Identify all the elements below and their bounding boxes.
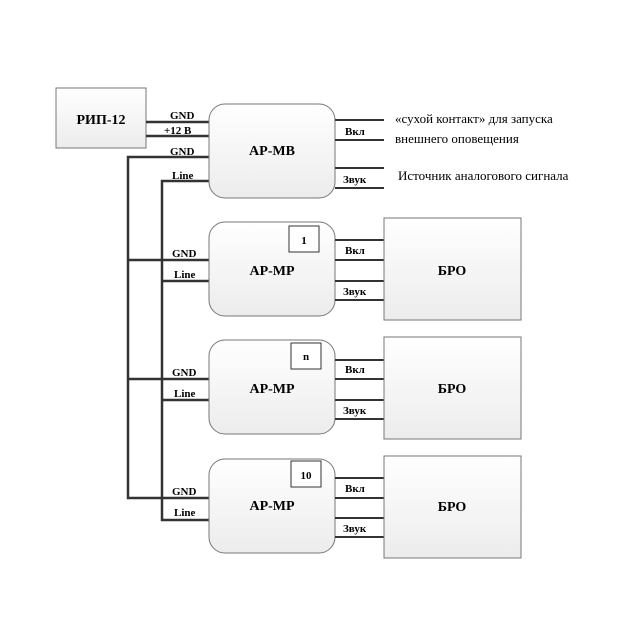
slave-10-tag-box bbox=[290, 460, 322, 488]
master-vkl-label: Вкл bbox=[345, 126, 365, 138]
slave-n-bro-box bbox=[383, 336, 522, 440]
slave-n-vkl-label: Вкл bbox=[345, 364, 365, 376]
slave-10-tag: 10 bbox=[301, 470, 313, 482]
slave-1-line-label: Line bbox=[174, 269, 196, 281]
slave-1-vkl-label: Вкл bbox=[345, 245, 365, 257]
note-analog-source: Источник аналогового сигнала bbox=[398, 168, 569, 183]
psu-12v-label: +12 В bbox=[164, 125, 192, 137]
slave-1-bro-label: БРО bbox=[438, 264, 467, 279]
slave-10-gnd-label: GND bbox=[172, 486, 197, 498]
slave-n-bro-label: БРО bbox=[438, 382, 467, 397]
master-line-label: Line bbox=[172, 170, 194, 182]
slave-10-vkl-label: Вкл bbox=[345, 483, 365, 495]
master-gnd-label: GND bbox=[170, 146, 195, 158]
slave-n-zvuk-label: Звук bbox=[343, 405, 367, 417]
slave-n-line-label: Line bbox=[174, 388, 196, 400]
master-ar-mb: АР-МВ bbox=[208, 103, 336, 199]
slave-n-tag: n bbox=[303, 351, 309, 363]
psu-gnd-label: GND bbox=[170, 110, 195, 122]
bus-gnd bbox=[126, 155, 209, 500]
slave-10-line-label: Line bbox=[174, 507, 196, 519]
slave-10-bro-label: БРО bbox=[438, 500, 467, 515]
slave-n-gnd-label: GND bbox=[172, 367, 197, 379]
slave-10-bro-box bbox=[383, 455, 522, 559]
slave-1-zvuk-label: Звук bbox=[343, 286, 367, 298]
slave-n-label: АР-МР bbox=[249, 382, 295, 397]
psu-box bbox=[55, 87, 147, 149]
bus-line bbox=[160, 179, 209, 522]
psu-label: РИП-12 bbox=[77, 113, 126, 128]
master-zvuk-label: Звук bbox=[343, 174, 367, 186]
slave-n: n АР-МР GND Line Вкл Звук БРО bbox=[172, 336, 522, 440]
slave-10-label: АР-МР bbox=[249, 499, 295, 514]
slave-n-tag-box bbox=[290, 342, 322, 370]
note-dry-contact-2: внешнего оповещения bbox=[395, 131, 519, 146]
master-box bbox=[208, 103, 336, 199]
slave-1: 1 АР-МР GND Line Вкл Звук БРО bbox=[172, 217, 522, 321]
slave-10: 10 АР-МР GND Line Вкл Звук БРО bbox=[172, 455, 522, 559]
slave-1-bro-box bbox=[383, 217, 522, 321]
slave-1-gnd-label: GND bbox=[172, 248, 197, 260]
psu-rip12: РИП-12 bbox=[55, 87, 147, 149]
slave-1-tag-box bbox=[288, 225, 320, 253]
slave-1-label: АР-МР bbox=[249, 264, 295, 279]
note-dry-contact-1: «сухой контакт» для запуска bbox=[395, 111, 553, 126]
master-label: АР-МВ bbox=[249, 144, 295, 159]
slave-1-tag: 1 bbox=[301, 235, 307, 247]
slave-10-zvuk-label: Звук bbox=[343, 523, 367, 535]
